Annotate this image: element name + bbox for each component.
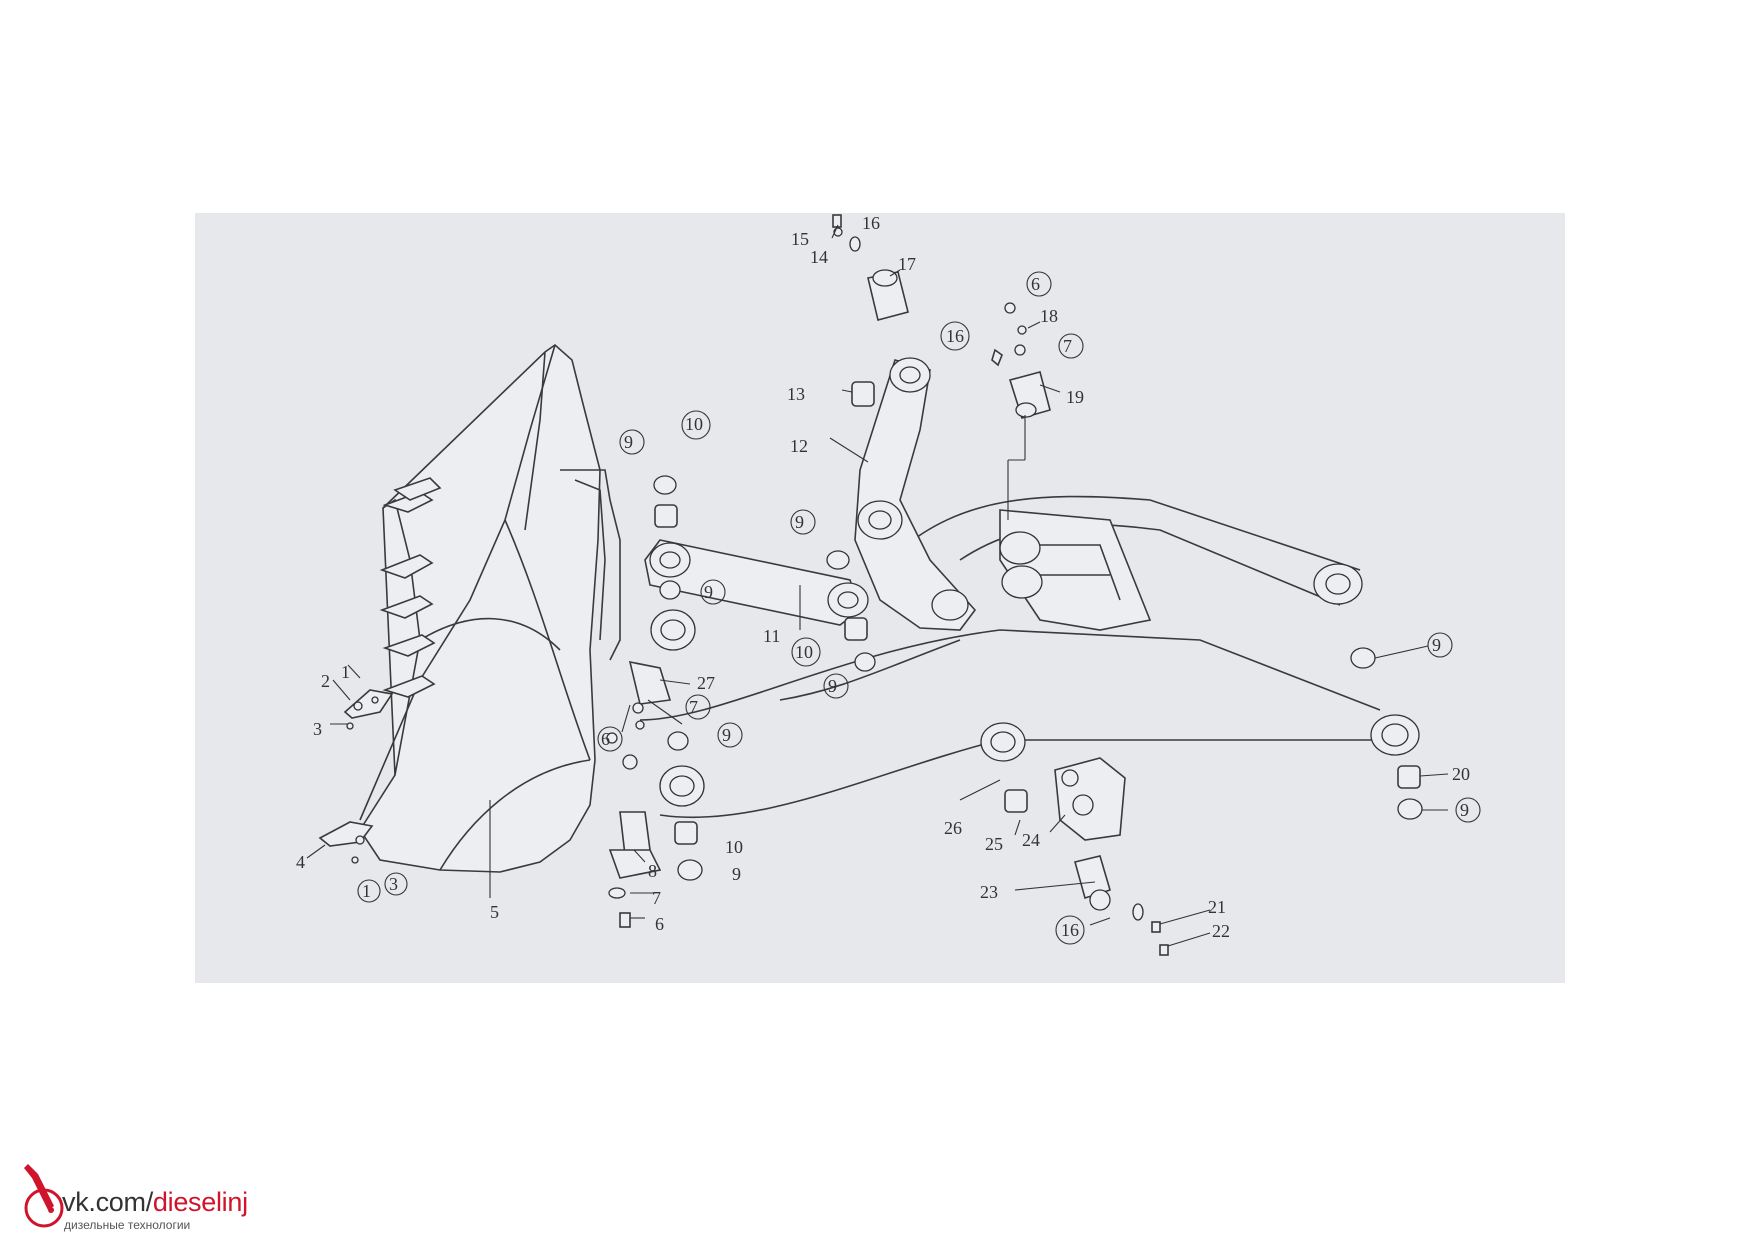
callout-17: 17	[898, 254, 916, 274]
callout-16: 16	[862, 213, 880, 233]
callout-18: 18	[1040, 306, 1058, 326]
lever-12	[854, 357, 977, 631]
callout-20: 20	[1452, 764, 1470, 784]
callout-11: 11	[763, 626, 780, 646]
callout-6: 6	[655, 914, 664, 934]
callout-9: 9	[1460, 800, 1469, 820]
link-11	[644, 539, 869, 626]
callout-21: 21	[1208, 897, 1226, 917]
bucket-assembly	[318, 343, 621, 873]
side-cutter-top	[393, 477, 442, 501]
callout-10: 10	[685, 414, 703, 434]
bucket-teeth	[379, 491, 436, 698]
callout-13: 13	[787, 384, 805, 404]
watermark-domain: vk.com/	[62, 1187, 153, 1217]
cutting-edge-piece	[343, 689, 394, 719]
callout-8: 8	[648, 861, 657, 881]
callout-7: 7	[1063, 336, 1072, 356]
callout-12: 12	[790, 436, 808, 456]
callout-9: 9	[624, 432, 633, 452]
corner-tooth	[318, 821, 374, 847]
callout-3: 3	[313, 719, 322, 739]
dieselinj-logo	[24, 1164, 64, 1228]
boom-arm	[639, 495, 1420, 819]
pins-and-bushings	[606, 214, 1423, 956]
watermark-tagline: дизельные технологии	[64, 1218, 191, 1232]
callout-24: 24	[1022, 830, 1040, 850]
callout-14: 14	[810, 247, 828, 267]
callout-1: 1	[362, 881, 371, 901]
watermark-handle: dieselinj	[152, 1187, 248, 1217]
callout-26: 26	[944, 818, 962, 838]
callout-9: 9	[722, 725, 731, 745]
bucket-shell	[359, 343, 601, 873]
callout-10: 10	[725, 837, 743, 857]
callout-6: 6	[601, 729, 610, 749]
callout-3: 3	[389, 874, 398, 894]
leader-lines	[306, 224, 1449, 947]
watermark-url[interactable]: vk.com/dieselinj	[62, 1187, 248, 1218]
callout-9: 9	[1432, 635, 1441, 655]
injector-icon	[24, 1164, 64, 1228]
callout-9: 9	[704, 582, 713, 602]
callout-9: 9	[828, 676, 837, 696]
callout-9: 9	[795, 512, 804, 532]
callout-16: 16	[946, 326, 964, 346]
callout-23: 23	[980, 882, 998, 902]
callout-19: 19	[1066, 387, 1084, 407]
callout-10: 10	[795, 642, 813, 662]
callout-circles	[357, 271, 1481, 945]
callout-2: 2	[321, 671, 330, 691]
callout-22: 22	[1212, 921, 1230, 941]
callout-25: 25	[985, 834, 1003, 854]
callout-9: 9	[732, 864, 741, 884]
callout-16: 16	[1061, 920, 1079, 940]
callout-15: 15	[791, 229, 809, 249]
callout-27: 27	[697, 673, 715, 693]
callout-7: 7	[689, 697, 698, 717]
callout-6: 6	[1031, 274, 1040, 294]
callout-1: 1	[341, 662, 350, 682]
callouts: 15 14 16 17 13 12 11 10 9 9 9 10 9 27 7 …	[296, 213, 1470, 941]
callout-7: 7	[652, 888, 661, 908]
callout-5: 5	[490, 902, 499, 922]
callout-4: 4	[296, 852, 305, 872]
